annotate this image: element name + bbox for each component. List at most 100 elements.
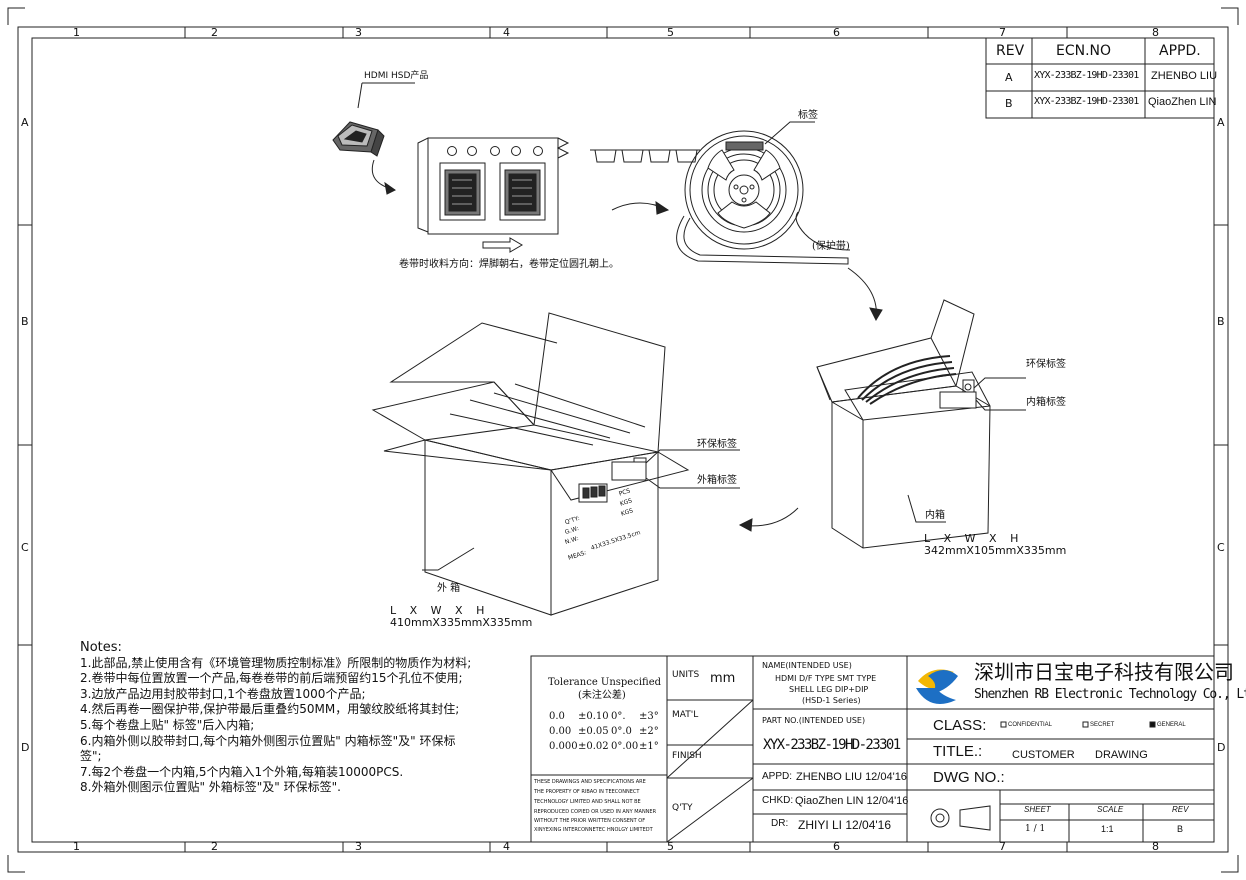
grid-col-4-bottom: 4 bbox=[503, 840, 510, 853]
units-value: mm bbox=[710, 671, 736, 686]
dr-label: DR: bbox=[771, 818, 789, 829]
carrier-tape bbox=[417, 137, 570, 235]
reel-illustration bbox=[684, 121, 815, 250]
tol-r3-c2: ±0.02 bbox=[578, 741, 609, 752]
class-secret: SECRET bbox=[1090, 722, 1115, 728]
company-name-en: Shenzhen RB Electronic Technology Co., L… bbox=[974, 687, 1246, 702]
part-no-label: PART NO.(INTENDED USE) bbox=[762, 716, 866, 725]
inner-box bbox=[816, 299, 1026, 549]
rev-table-lines bbox=[985, 37, 1215, 119]
grid-row-b-left: B bbox=[21, 315, 29, 328]
title-label: TITLE.: bbox=[933, 743, 983, 760]
reel-label-tag: 标签 bbox=[798, 110, 818, 121]
chkd-value: QiaoZhen LIN 12/04'16 bbox=[795, 795, 909, 807]
tol-r2-c1: 0.00 bbox=[549, 726, 572, 737]
finish-label: FINISH bbox=[672, 751, 702, 761]
title-block-lines bbox=[530, 655, 1215, 843]
grid-row-c-right: C bbox=[1217, 541, 1225, 554]
notes-title: Notes: bbox=[80, 640, 122, 655]
grid-col-7-bottom: 7 bbox=[999, 840, 1006, 853]
inner-env-label: 环保标签 bbox=[1026, 359, 1066, 370]
grid-row-a-left: A bbox=[21, 116, 29, 129]
protect-tape bbox=[676, 211, 851, 265]
note-4: 4.然后再卷一圈保护带,保护带最后重叠约50MM，用皱纹胶纸将其封住; bbox=[80, 702, 460, 717]
grid-row-d-left: D bbox=[21, 741, 30, 754]
title-value-1: CUSTOMER bbox=[1012, 749, 1075, 761]
units-label: UNITS bbox=[672, 670, 700, 680]
company-logo bbox=[916, 669, 958, 704]
scale-label: SCALE bbox=[1097, 805, 1124, 814]
grid-row-c-left: C bbox=[21, 541, 29, 554]
appd-header: APPD. bbox=[1159, 43, 1201, 59]
tolerance-title: Tolerance Unspecified bbox=[548, 677, 662, 688]
note-7: 7.每2个卷盘一个内箱,5个内箱入1个外箱,每箱装10000PCS. bbox=[80, 764, 404, 779]
grid-row-d-right: D bbox=[1217, 741, 1226, 754]
note-1: 1.此部品,禁止使用含有《环境管理物质控制标准》所限制的物质作为材料; bbox=[80, 655, 472, 670]
tol-r2-c2: ±0.05 bbox=[578, 726, 609, 737]
name-line-3: (HSD-1 Series) bbox=[802, 696, 861, 705]
tape-direction-note: 卷带时收料方向：焊脚朝右，卷带定位圆孔朝上。 bbox=[399, 259, 619, 270]
protect-tape-label: (保护带) bbox=[812, 241, 850, 252]
inner-dims-head: L X W X H bbox=[924, 532, 1024, 545]
grid-col-6-top: 6 bbox=[833, 26, 840, 39]
grid-col-2-bottom: 2 bbox=[211, 840, 218, 853]
outer-dims: 410mmX335mmX335mm bbox=[390, 616, 533, 629]
outer-box-label: 外箱标签 bbox=[697, 475, 737, 486]
rev-row-a-rev: A bbox=[1005, 71, 1013, 84]
name-line-1: HDMI D/F TYPE SMT TYPE bbox=[775, 674, 877, 683]
connector-illustration bbox=[332, 121, 385, 157]
grid-col-7-top: 7 bbox=[999, 26, 1006, 39]
inner-dims: 342mmX105mmX335mm bbox=[924, 544, 1067, 557]
tol-r1-c4: ±3° bbox=[639, 711, 659, 722]
tol-r3-c3: 0°.00 bbox=[611, 741, 639, 752]
chkd-label: CHKD: bbox=[762, 795, 794, 806]
sheet-label: SHEET bbox=[1024, 805, 1051, 814]
tol-r1-c2: ±0.10 bbox=[578, 711, 609, 722]
rev-row-b-appd: QiaoZhen LIN bbox=[1148, 96, 1217, 108]
tol-r3-c1: 0.000 bbox=[549, 741, 578, 752]
class-label: CLASS: bbox=[933, 717, 987, 734]
disclaimer-4: REPRODUCED COPIED OR USED IN ANY MANNER bbox=[534, 809, 657, 815]
outer-box bbox=[371, 312, 740, 616]
outer-dims-head: L X W X H bbox=[390, 604, 490, 617]
note-8: 8.外箱外侧图示位置贴" 外箱标签"及" 环保标签". bbox=[80, 780, 341, 795]
title-value-2: DRAWING bbox=[1095, 749, 1148, 761]
dwg-no-label: DWG NO.: bbox=[933, 769, 1005, 786]
grid-row-a-right: A bbox=[1217, 116, 1225, 129]
grid-col-2-top: 2 bbox=[211, 26, 218, 39]
grid-col-5-top: 5 bbox=[667, 26, 674, 39]
grid-col-6-bottom: 6 bbox=[833, 840, 840, 853]
disclaimer-2: THE PROPERTY OF RIBAO IN TEECONNECT bbox=[534, 789, 640, 795]
tolerance-sub: (未注公差) bbox=[578, 690, 626, 701]
product-label: HDMI HSD产品 bbox=[364, 71, 429, 81]
grid-col-4-top: 4 bbox=[503, 26, 510, 39]
grid-row-b-right: B bbox=[1217, 315, 1225, 328]
note-6: 6.内箱外侧以胶带封口,每个内箱外侧图示位置贴" 内箱标签"及" 环保标签"; bbox=[80, 733, 456, 764]
inner-box-label: 内箱标签 bbox=[1026, 397, 1066, 408]
tol-r3-c4: ±1° bbox=[639, 741, 659, 752]
tol-r2-c3: 0°.0 bbox=[611, 726, 632, 737]
note-5: 5.每个卷盘上贴" 标签"后入内箱; bbox=[80, 717, 255, 732]
note-2: 2.卷带中每位置放置一个产品,每卷卷带的前后端预留约15个孔位不使用; bbox=[80, 671, 463, 686]
company-name-cn: 深圳市日宝电子科技有限公司 bbox=[974, 660, 1234, 684]
matl-label: MAT'L bbox=[672, 710, 699, 720]
dr-value: ZHIYI LI 12/04'16 bbox=[798, 818, 892, 832]
note-3: 3.边放产品边用封胶带封口,1个卷盘放置1000个产品; bbox=[80, 686, 366, 701]
disclaimer-5: WITHOUT THE PRIOR WRITTEN CONSENT OF bbox=[534, 818, 646, 824]
class-general: GENERAL bbox=[1157, 722, 1186, 728]
qty-label: Q'TY bbox=[672, 803, 693, 813]
outer-box-name: 外 箱 bbox=[437, 583, 461, 594]
notes-block: Notes: 1.此部品,禁止使用含有《环境管理物质控制标准》所限制的物质作为材… bbox=[80, 640, 475, 796]
appd-value: ZHENBO LIU 12/04'16 bbox=[796, 771, 907, 783]
disclaimer-1: THESE DRAWINGS AND SPECIFICATIONS ARE bbox=[534, 779, 646, 785]
outer-env-label: 环保标签 bbox=[697, 439, 737, 450]
appd-label: APPD: bbox=[762, 771, 793, 782]
sheet-value: 1 / 1 bbox=[1025, 824, 1046, 834]
name-line-2: SHELL LEG DIP+DIP bbox=[789, 685, 869, 694]
grid-col-3-top: 3 bbox=[355, 26, 362, 39]
ecn-header: ECN.NO bbox=[1056, 43, 1112, 59]
disclaimer-3: TECHNOLOGY LIMITED AND SHALL NOT BE bbox=[534, 799, 641, 805]
rev-label: REV bbox=[1172, 805, 1189, 814]
disclaimer-6: XINYEXING INTERCONNETEC HNOLGY LIMITEDT bbox=[534, 827, 653, 833]
